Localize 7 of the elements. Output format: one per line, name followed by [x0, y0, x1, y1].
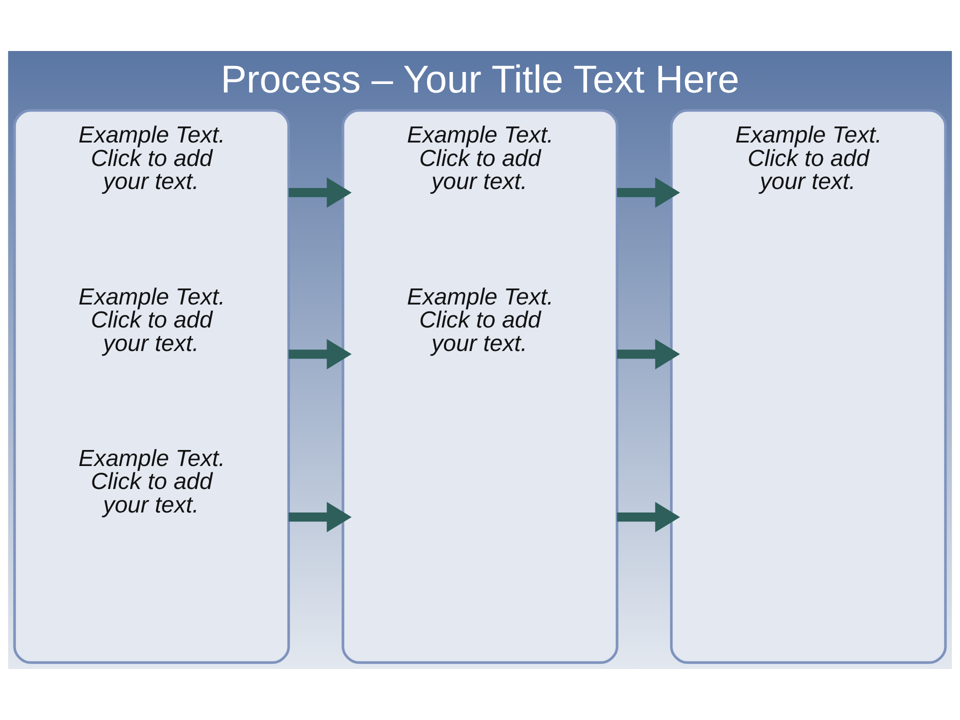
arrow — [288, 338, 352, 370]
arrow — [288, 177, 352, 208]
arrow — [288, 502, 352, 532]
diagram-title: Process – Your Title Text Here — [220, 58, 740, 102]
arrow — [617, 338, 680, 370]
arrow — [617, 502, 680, 532]
arrow — [617, 177, 680, 208]
